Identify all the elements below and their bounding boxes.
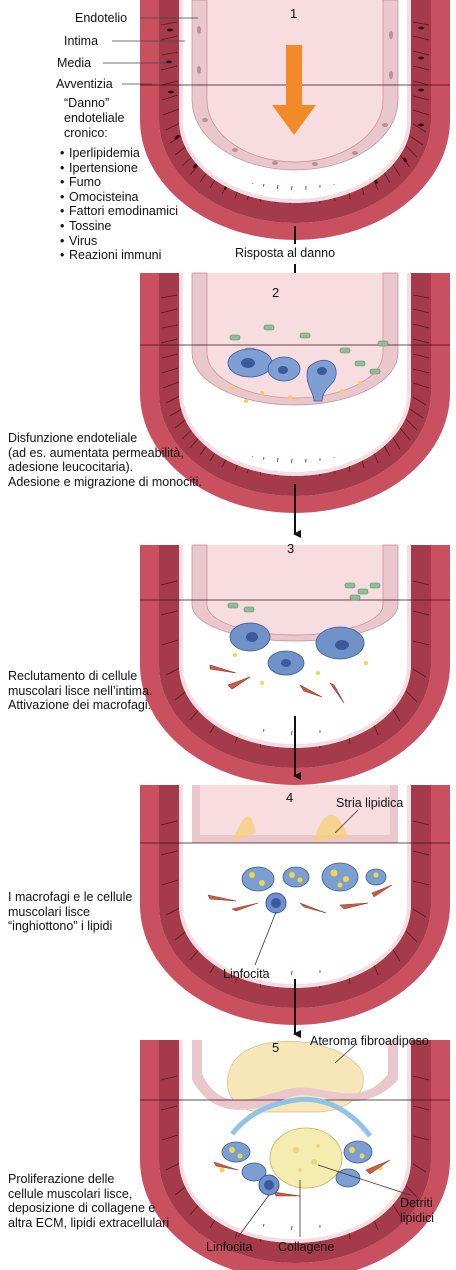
lymphocyte-label-4: Linfocita (223, 967, 270, 981)
stage-5-artery (140, 1040, 450, 1270)
damage-title: “Danno” endoteliale cronico: (64, 96, 124, 141)
media-label: Media (57, 56, 91, 70)
intima-label: Intima (64, 34, 98, 48)
stage-3-caption: Reclutamento di cellule muscolari lisce … (8, 669, 153, 713)
fatty-streak-label: Stria lipidica (336, 796, 403, 810)
collagen-label: Collagene (278, 1240, 334, 1254)
stage-4-caption: I macrofagi e le cellule muscolari lisce… (8, 890, 132, 934)
stage-1-number: 1 (290, 6, 297, 21)
stage-2-number: 2 (272, 285, 279, 300)
endotelio-label: Endotelio (75, 11, 127, 25)
lymphocyte-label-5: Linfocita (206, 1240, 253, 1254)
risk-factor-item: Fattori emodinamici (60, 204, 178, 219)
atheroma-label: Ateroma fibroadiposo (310, 1034, 429, 1048)
risk-factor-item: Reazioni immuni (60, 248, 178, 263)
risk-factor-item: Tossine (60, 219, 178, 234)
stage-5-number: 5 (272, 1040, 279, 1055)
risk-factor-item: Ipertensione (60, 161, 178, 176)
response-label: Risposta al danno (235, 246, 335, 260)
stage-5-caption: Proliferazione delle cellule muscolari l… (8, 1172, 169, 1230)
lipid-core (270, 1128, 342, 1188)
avventizia-label: Avventizia (56, 77, 113, 91)
risk-factor-item: Virus (60, 234, 178, 249)
risk-factor-item: Fumo (60, 175, 178, 190)
risk-factor-item: Omocisteina (60, 190, 178, 205)
debris-label: Detriti lipidici (400, 1196, 434, 1225)
risk-factor-list: IperlipidemiaIpertensioneFumoOmocisteina… (60, 146, 178, 263)
foam-cells (242, 863, 386, 891)
stage-2-caption: Disfunzione endoteliale (ad es. aumentat… (8, 431, 202, 489)
risk-factor-item: Iperlipidemia (60, 146, 178, 161)
stage-4-number: 4 (286, 790, 293, 805)
stage-3-number: 3 (287, 541, 294, 556)
